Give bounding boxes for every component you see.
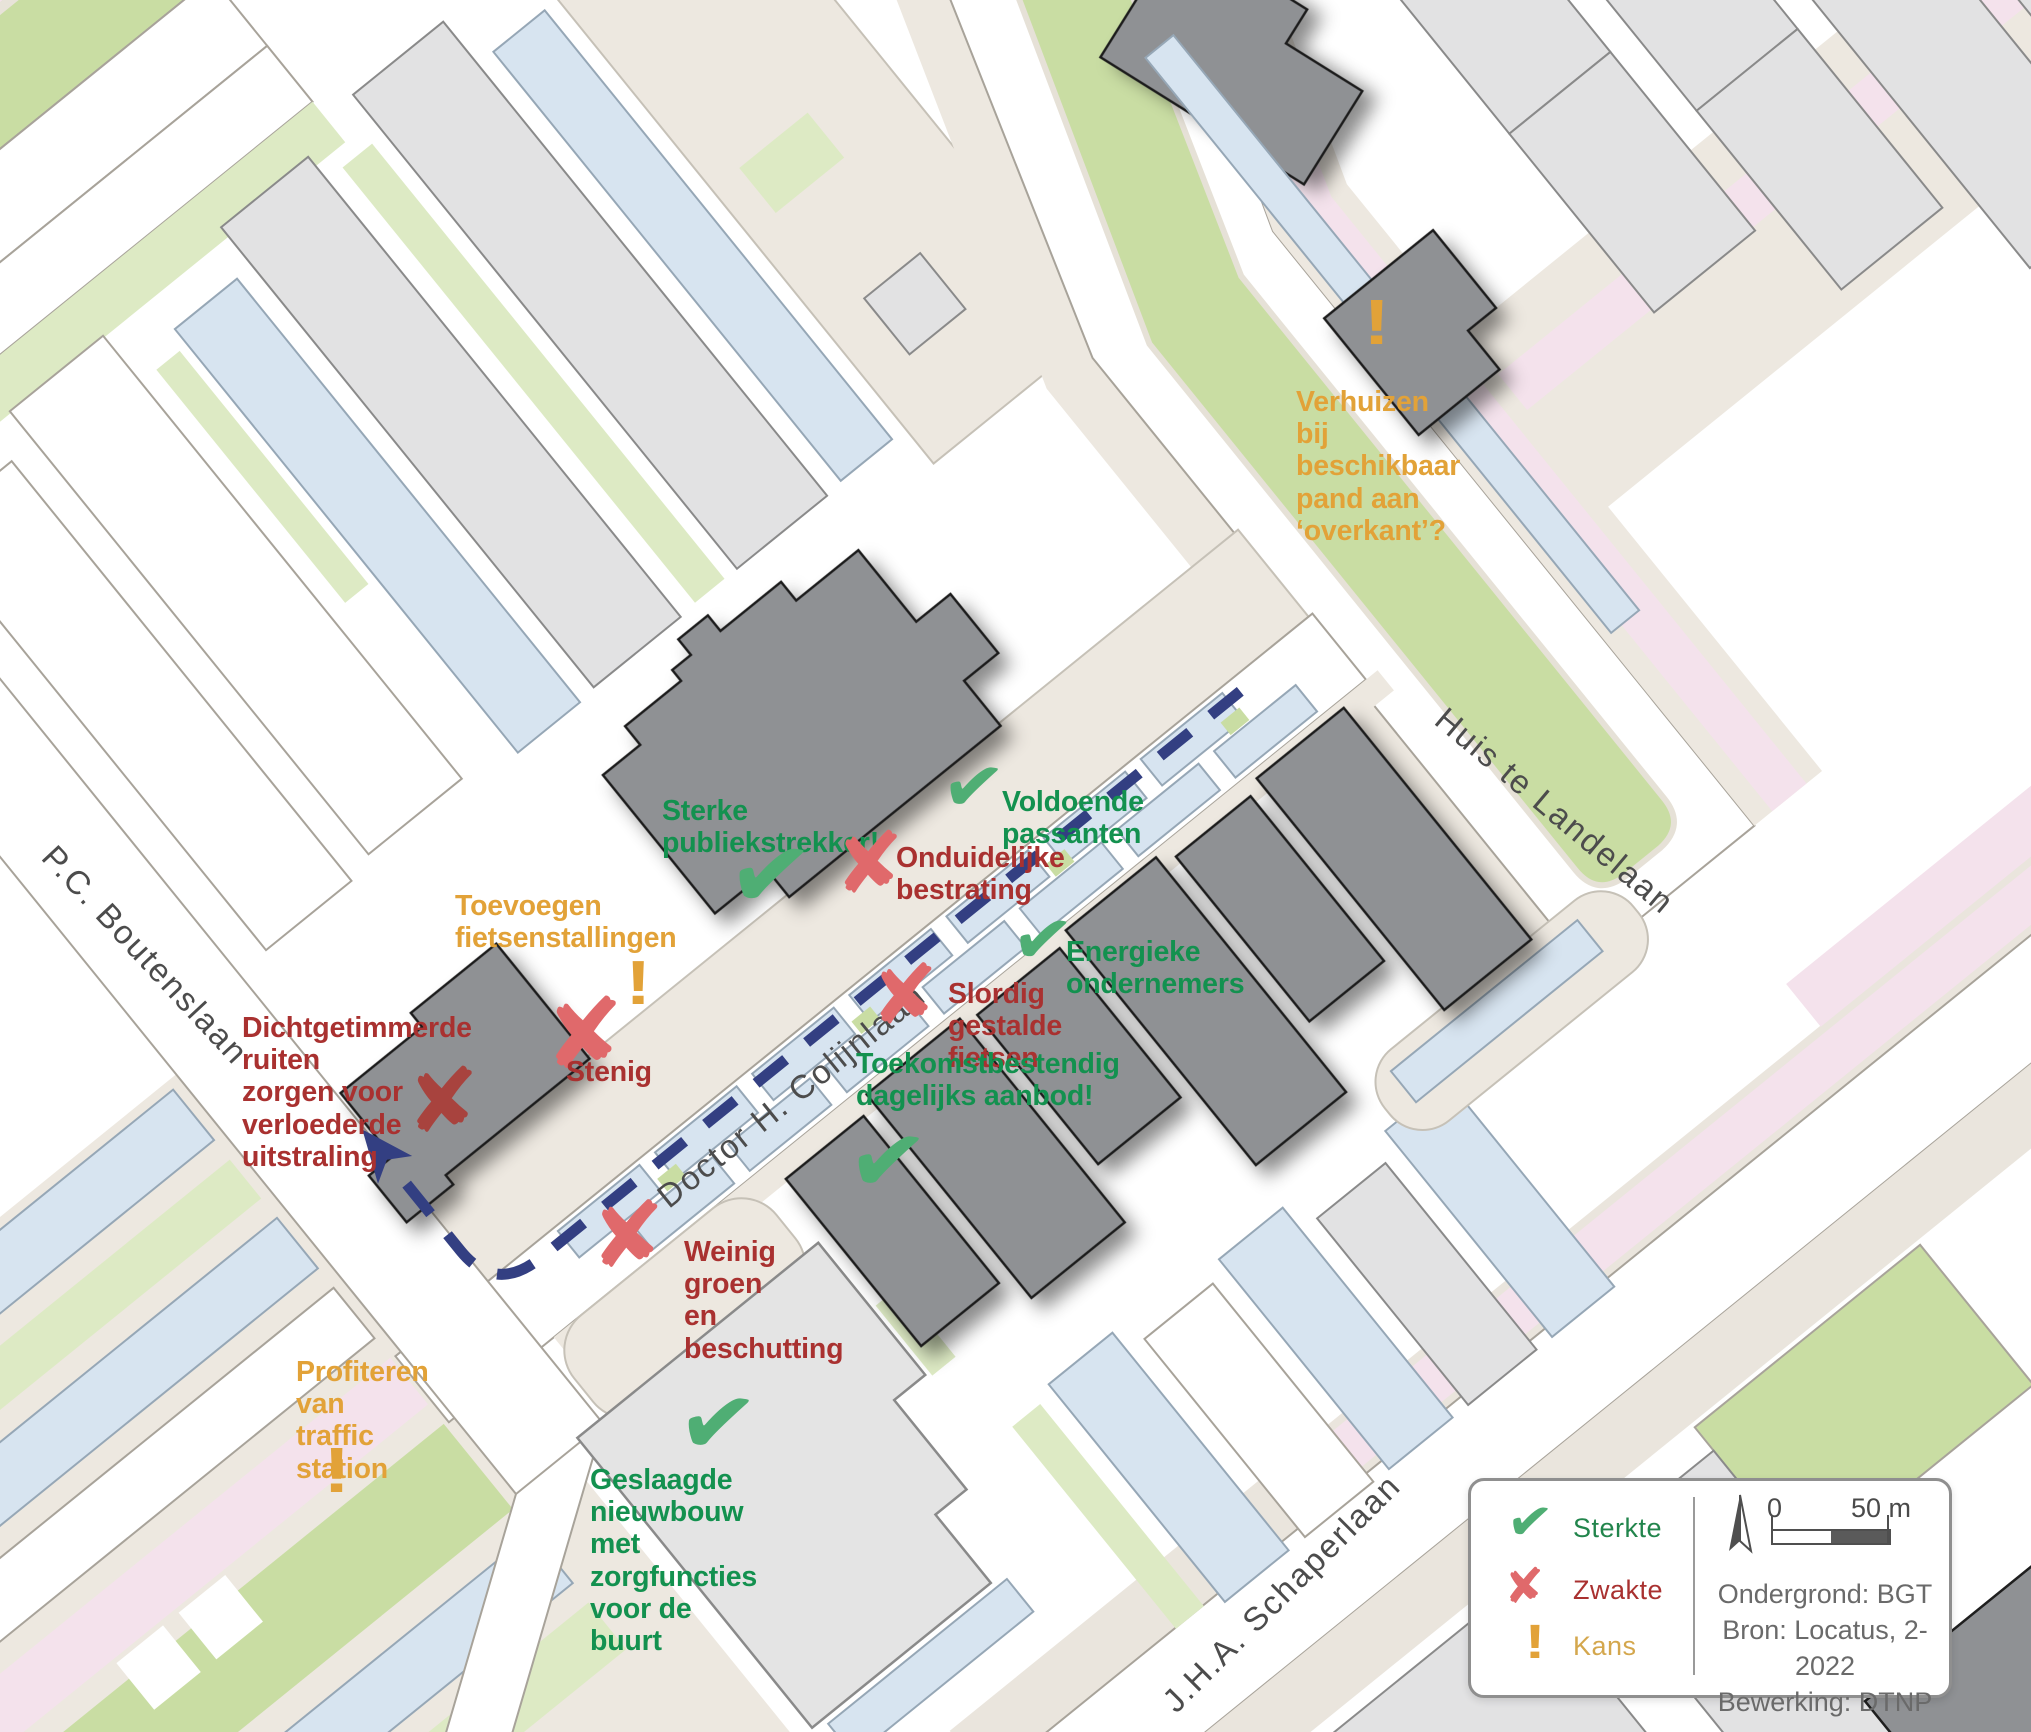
annotation-label: Toevoegen fietsenstallingen	[455, 890, 677, 955]
annotation-label: Weinig groen en beschutting	[684, 1236, 844, 1365]
cross-icon: ✘	[582, 1184, 674, 1288]
source-line: Ondergrond: BGT	[1717, 1579, 1933, 1609]
annotation-label: Dichtgetimmerde ruiten zorgen voor verlo…	[242, 1012, 472, 1173]
annotation-label: Energieke ondernemers	[1066, 936, 1245, 1001]
exclamation-icon: !	[1363, 286, 1390, 358]
scalebar-segment	[1771, 1529, 1833, 1545]
legend-label-kans: Kans	[1573, 1631, 1637, 1661]
annotation-label: Onduidelijke bestrating	[896, 842, 1065, 907]
legend-divider	[1693, 1497, 1695, 1675]
annotation-label: Profiteren van traffic station	[296, 1356, 429, 1485]
annotation-label: Geslaagde nieuwbouw met zorgfuncties voo…	[590, 1464, 758, 1658]
check-icon: ✔	[841, 1103, 933, 1218]
map-sources: Ondergrond: BGT Bron: Locatus, 2-2022 Be…	[1711, 1577, 1939, 1721]
source-line: Bron: Locatus, 2-2022	[1722, 1614, 1928, 1681]
annotation-label: Verhuizen bij beschikbaar pand aan ‘over…	[1296, 386, 1461, 547]
scalebar-tick	[1771, 1515, 1773, 1543]
legend-label-sterkte: Sterkte	[1573, 1513, 1663, 1543]
check-icon: ✔	[937, 741, 1009, 832]
scalebar-start-label: 0	[1767, 1493, 1783, 1523]
check-icon: ✔	[671, 1365, 763, 1480]
annotation-label: Toekomstbestendig dagelijks aanbod!	[856, 1048, 1120, 1113]
scalebar-tick	[1887, 1515, 1889, 1543]
exclamation-icon: !	[1524, 1616, 1546, 1669]
cross-icon: ✘	[398, 1050, 488, 1152]
exclamation-icon: !	[625, 949, 652, 1018]
check-icon: ✔	[721, 814, 819, 936]
exclamation-icon: !	[323, 1434, 350, 1506]
cross-icon: ✘	[1500, 1557, 1549, 1615]
legend-label-zwakte: Zwakte	[1573, 1575, 1664, 1605]
check-icon: ✔	[1503, 1489, 1556, 1555]
source-line: Bewerking: DTNP	[1717, 1686, 1933, 1717]
legend-panel: ✔ Sterkte ✘ Zwakte ! Kans 0 50 m Ondergr…	[1468, 1478, 1952, 1717]
annotation-label: Sterke publiekstrekker!	[662, 795, 879, 860]
annotation-label: Stenig	[566, 1056, 652, 1088]
cross-icon: ✘	[863, 947, 946, 1043]
annotation-label: Voldoende passanten	[1002, 786, 1144, 851]
scalebar-segment	[1831, 1529, 1891, 1545]
annotation-label: Slordig gestalde fietsen	[948, 978, 1063, 1075]
north-arrow-icon	[1729, 1494, 1753, 1554]
scalebar-end-label: 50 m	[1851, 1493, 1912, 1523]
